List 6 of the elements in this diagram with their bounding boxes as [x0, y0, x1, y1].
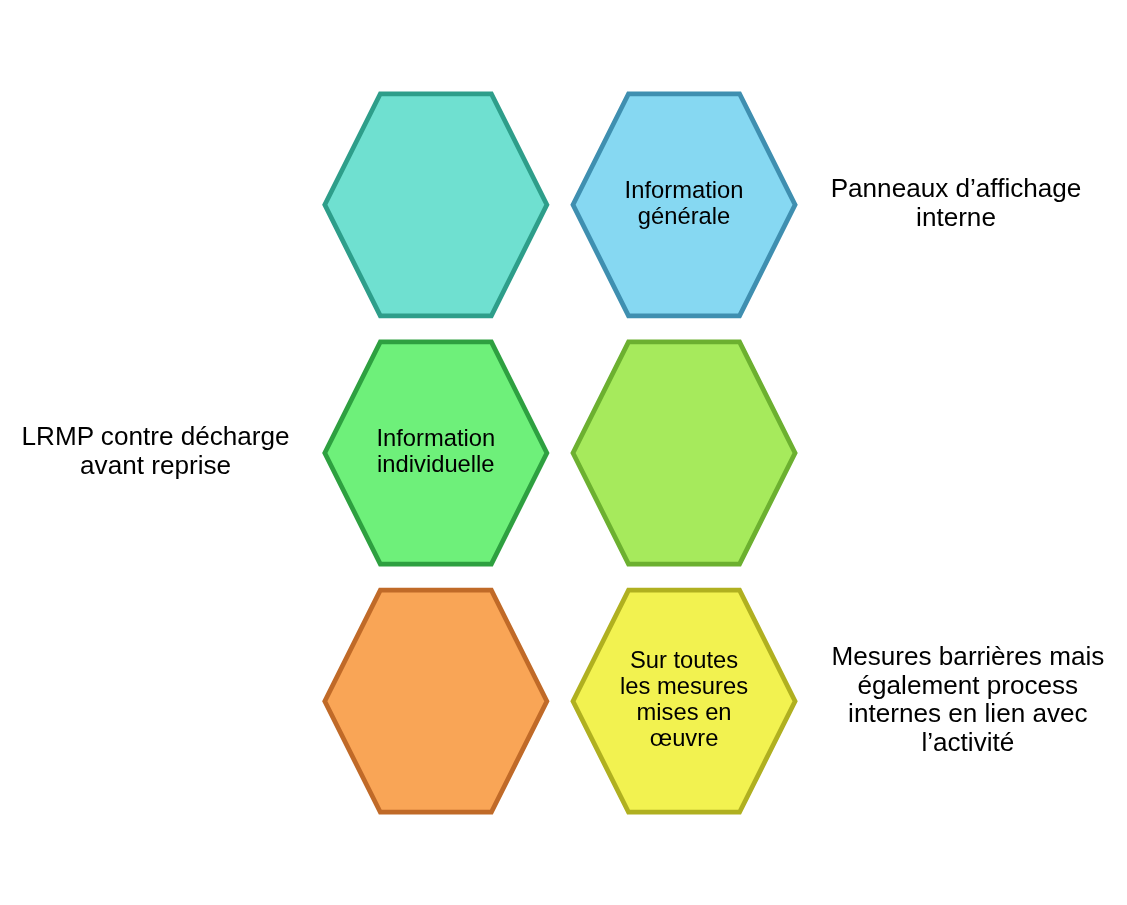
- node-hexagon: [570, 339, 798, 566]
- node-label: LRMP contre décharge avant reprise: [21, 420, 290, 480]
- node-label: Panneaux d’affichage interne: [830, 172, 1082, 232]
- node-hexagon: [322, 90, 550, 318]
- node-label: Mesures barrières mais également process internes en lien avec l’activité: [831, 640, 1105, 757]
- node-hexagon: [322, 587, 550, 815]
